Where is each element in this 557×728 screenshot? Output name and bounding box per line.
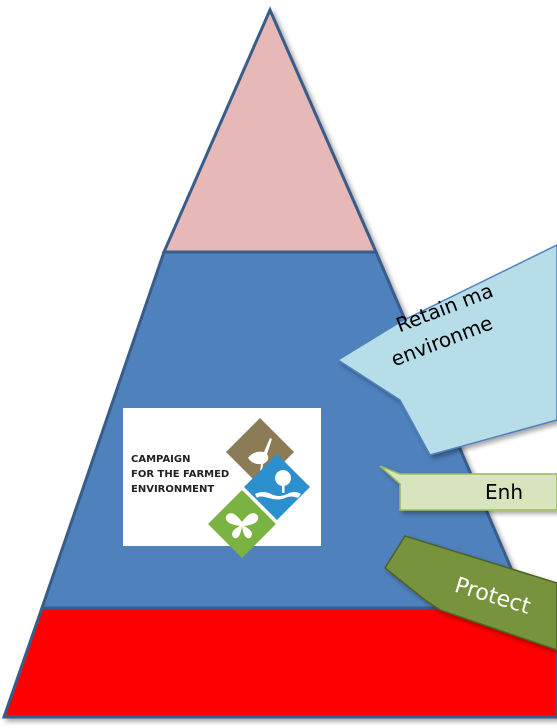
butterfly-tile-icon xyxy=(208,490,276,558)
callout-enhance-shape xyxy=(379,465,557,511)
callout-retain-shape xyxy=(336,244,557,456)
logo-line-1: CAMPAIGN xyxy=(131,454,190,465)
logo-line-3: ENVIRONMENT xyxy=(131,484,214,495)
callout-enhance-text: Enh xyxy=(485,480,523,504)
callout-protect: Protect xyxy=(384,535,557,651)
campaign-logo: CAMPAIGN FOR THE FARMED ENVIRONMENT xyxy=(123,408,321,558)
logo-line-2: FOR THE FARMED xyxy=(131,469,229,480)
callout-protect-shape xyxy=(384,535,557,651)
pyramid-bottom-tier xyxy=(1,606,557,719)
tree-water-tile-icon xyxy=(244,454,310,520)
pyramid-top-tier xyxy=(161,6,379,254)
callout-enhance: Enh xyxy=(379,465,557,511)
